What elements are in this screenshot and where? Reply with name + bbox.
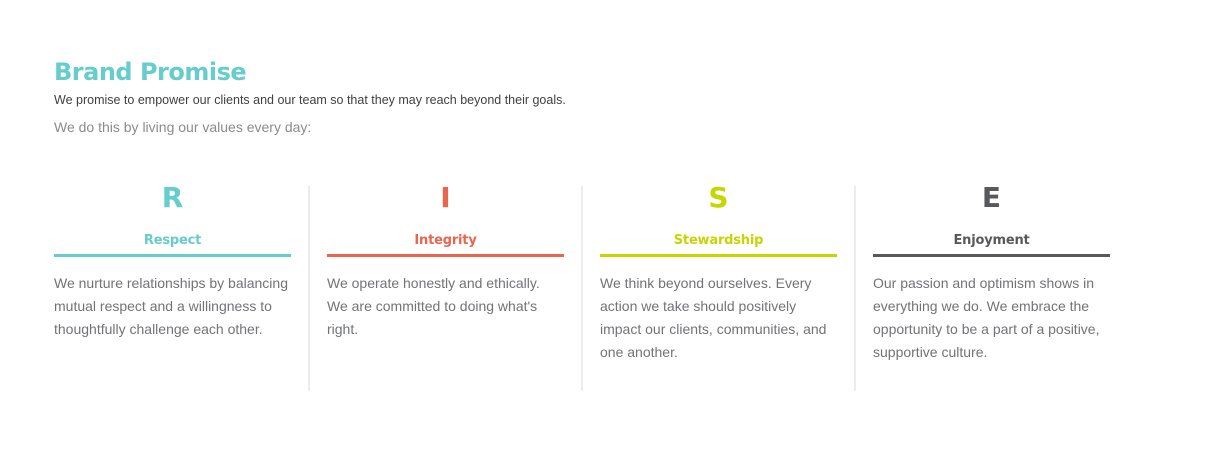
value-description: We nurture relationships by balancing mu…	[54, 275, 288, 337]
value-card-enjoyment: E Enjoyment Our passion and optimism sho…	[873, 180, 1110, 364]
value-name: Integrity	[414, 233, 477, 248]
value-letter: I	[440, 181, 451, 214]
column-divider	[308, 186, 310, 391]
value-name: Stewardship	[673, 233, 764, 248]
column-divider	[854, 186, 856, 391]
page-title: Brand Promise	[54, 58, 247, 86]
values-intro: We do this by living our values every da…	[54, 119, 312, 135]
value-name: Respect	[143, 233, 202, 248]
brand-promise-statement: We promise to empower our clients and ou…	[54, 93, 566, 107]
value-underline	[600, 254, 837, 257]
value-card-respect: R Respect We nurture relationships by ba…	[54, 180, 291, 341]
value-letter: R	[161, 181, 184, 214]
value-description: We operate honestly and ethically. We ar…	[327, 275, 540, 337]
value-letter: E	[981, 181, 1002, 214]
value-name: Enjoyment	[953, 233, 1030, 248]
value-underline	[327, 254, 564, 257]
value-letter: S	[708, 181, 729, 214]
value-description: We think beyond ourselves. Every action …	[600, 275, 827, 360]
column-divider	[581, 186, 583, 391]
value-underline	[873, 254, 1110, 257]
value-card-integrity: I Integrity We operate honestly and ethi…	[327, 180, 564, 341]
value-underline	[54, 254, 291, 257]
value-card-stewardship: S Stewardship We think beyond ourselves.…	[600, 180, 837, 364]
value-description: Our passion and optimism shows in everyt…	[873, 275, 1100, 360]
